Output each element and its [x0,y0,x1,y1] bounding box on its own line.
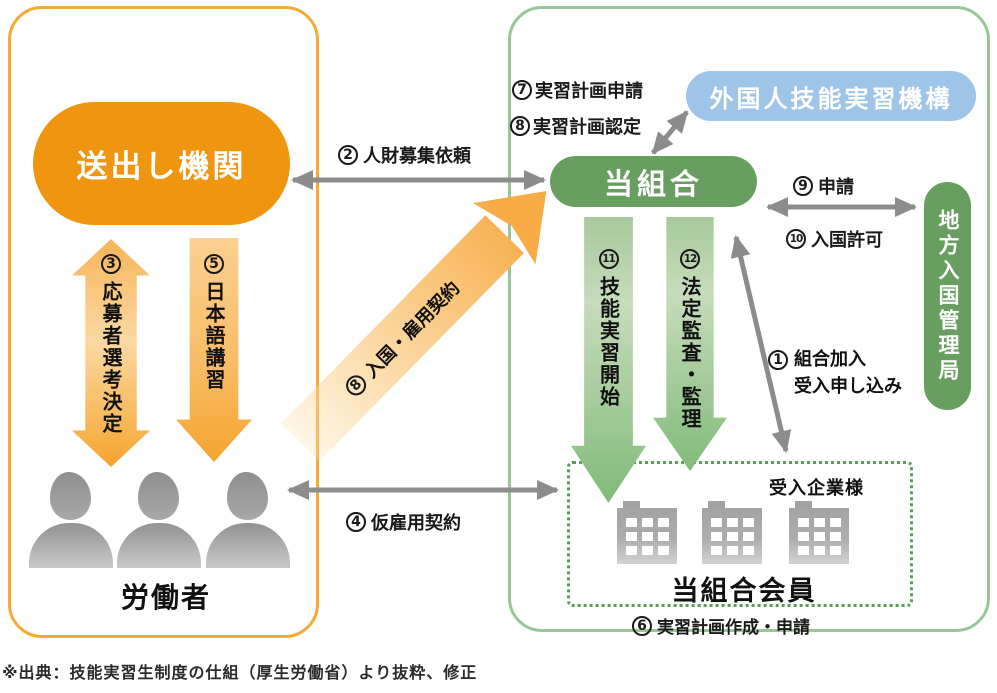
union-node: 当組合 [550,156,757,207]
member-companies-box [567,461,913,607]
applicant-selection-label: 応募者選考決定 [99,281,123,435]
sending-organization-node: 送出し機関 [33,102,290,225]
circled-number-icon: 11 [598,249,619,269]
source-note: ※出典：技能実習生制度の仕組（厚生労働省）より抜粋、修正 [2,663,478,682]
entry-permit-label: 10 入国許可 [786,226,883,252]
join-union-line2: 受入申し込み [768,373,902,400]
plan-apply-label: 7 実習計画申請 [512,77,643,103]
building-icon [702,501,762,564]
building-roof [708,501,725,509]
workers-label: 労働者 [120,581,211,614]
entry-contract-label: 8 入国・雇用契約 [339,275,464,402]
worker-body [29,523,113,568]
entry-contract-text: 入国・雇用契約 [360,277,464,382]
worker-body [206,523,290,568]
join-union-line1: 1 組合加入 [768,346,902,373]
circled-number-icon: 6 [632,615,652,636]
join-union-text2: 受入申し込み [794,376,902,397]
temp-contract-label: 4 仮雇用契約 [346,509,461,535]
recruitment-text: 人財募集依頼 [363,146,471,167]
application-label: 9 申請 [793,173,854,199]
worker-head [50,472,91,520]
building-icon [617,501,677,564]
plan-approve-text: 実習計画認定 [533,117,641,138]
building-block [617,508,677,564]
circled-number-icon: 7 [512,80,532,100]
building-block [702,508,762,564]
otit-label: 外国人技能実習機構 [709,84,953,113]
circled-number-icon: 10 [786,229,806,249]
legal-audit-label: 法定監査・監理 [678,276,702,430]
japanese-course-label: 日本語講習 [202,281,226,391]
join-union-text1: 組合加入 [794,349,866,370]
join-union-label: 1 組合加入 受入申し込み [768,346,902,400]
worker-head [227,472,268,520]
circled-number-icon: 1 [768,349,788,370]
training-start-label: 技能実習開始 [596,276,621,408]
client-companies-label: 受入企業様 [769,478,864,499]
plan-approve-label: 8 実習計画認定 [510,113,641,139]
worker-icon [206,472,290,568]
recruitment-label: 2 人財募集依頼 [338,142,471,168]
building-roof [795,501,812,509]
circled-number-icon: 12 [680,249,700,269]
circled-number-icon: 8 [341,370,370,400]
worker-icon [117,472,201,568]
application-text: 申請 [818,177,854,198]
plan-create-label: 6 実習計画作成・申請 [632,613,810,638]
circled-number-icon: 4 [346,512,366,532]
plan-apply-text: 実習計画申請 [535,81,643,102]
plan-create-text: 実習計画作成・申請 [657,618,810,638]
temp-contract-text: 仮雇用契約 [371,513,461,534]
circled-number-icon: 5 [204,254,224,274]
building-roof [623,501,640,509]
building-icon [789,501,849,564]
union-members-label: 当組合会員 [671,576,817,607]
entry-permit-text: 入国許可 [811,230,883,251]
immigration-bureau-label: 地方入国管理局 [936,208,960,384]
circled-number-icon: 2 [338,145,358,165]
circled-number-icon: 9 [793,176,813,196]
circled-number-icon: 3 [101,254,121,274]
worker-icon [29,472,113,568]
building-block [789,508,849,564]
immigration-bureau-node: 地方入国管理局 [924,182,971,410]
circled-number-icon: 8 [510,116,530,136]
sending-organization-label: 送出し機関 [76,149,247,185]
worker-body [117,523,201,568]
worker-head [138,472,179,520]
union-label: 当組合 [603,166,703,201]
otit-organization-node: 外国人技能実習機構 [686,71,976,121]
